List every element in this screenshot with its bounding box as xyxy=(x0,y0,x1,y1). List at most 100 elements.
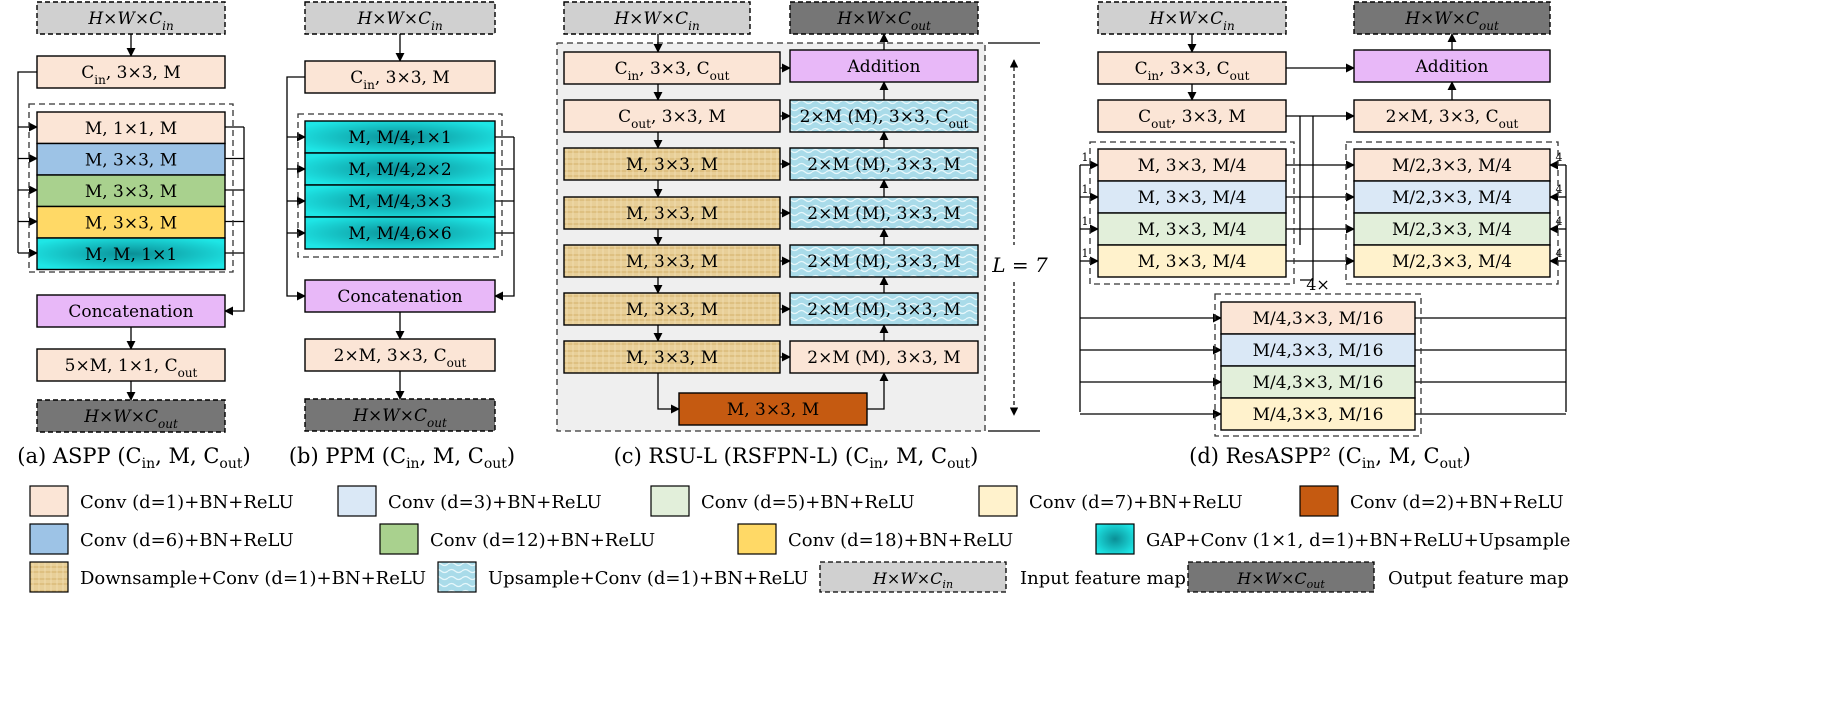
resaspp-right-1-label: M/2,3×3, M/4 xyxy=(1392,188,1512,208)
aspp-branch-3-shape xyxy=(36,205,226,239)
aspp-concat: Concatenation xyxy=(36,294,226,328)
rsu-dec-4-shape xyxy=(789,292,979,326)
resaspp-output-map: H×W×Cout xyxy=(1353,1,1551,35)
rsu-addition-shape xyxy=(789,49,979,83)
rsu-enc-2: M, 3×3, M xyxy=(563,147,781,181)
legend-item-yellow: Conv (d=18)+BN+ReLU xyxy=(737,523,1013,555)
rsu-enc-1: Cout, 3×3, M xyxy=(563,99,781,133)
resaspp-inner-3-shape xyxy=(1220,397,1416,431)
rsu-enc-6-shape xyxy=(563,340,781,374)
ppm-branch-0-shape xyxy=(304,120,496,154)
legend-label: GAP+Conv (1×1, d=1)+BN+ReLU+Upsample xyxy=(1146,530,1570,551)
ppm-branch-group xyxy=(297,113,503,258)
legend-label: Output feature map xyxy=(1388,568,1569,589)
aspp-branch-1-shape xyxy=(36,142,226,176)
ppm-output-map: H×W×Cout xyxy=(304,398,496,432)
legend-swatch xyxy=(29,561,69,593)
rsu-dec-2: 2×M (M), 3×3, M xyxy=(789,196,979,230)
label-layer: (a) ASPP (Cin, M, Cout)(b) PPM (Cin, M, … xyxy=(17,151,1562,473)
rsu-dec-1: 2×M (M), 3×3, M xyxy=(789,147,979,181)
rsu-enc-4-shape xyxy=(563,244,781,278)
rsu-dec-0-label: 2×M (M), 3×3, Cout xyxy=(800,107,969,131)
resaspp-left-3-shape xyxy=(1097,244,1287,278)
connector xyxy=(224,127,245,316)
connector xyxy=(17,71,37,253)
legend-swatch xyxy=(1187,561,1375,593)
resaspp-left-0: M, 3×3, M/4 xyxy=(1097,148,1287,182)
rsu-enc-0-label: Cin, 3×3, Cout xyxy=(615,59,730,83)
rsu-addition-label: Addition xyxy=(847,57,921,77)
resaspp-right-1-shape xyxy=(1353,180,1551,214)
rsu-enc-0: Cin, 3×3, Cout xyxy=(563,51,781,85)
rsu-enc-3-label: M, 3×3, M xyxy=(626,204,718,224)
resaspp-left-0-label: M, 3×3, M/4 xyxy=(1138,156,1247,176)
aspp-final-conv: 5×M, 1×1, Cout xyxy=(36,348,226,382)
rsu-output-map-shape xyxy=(789,1,979,35)
ppm-branch-3-shape xyxy=(304,216,496,250)
resaspp-addition-shape xyxy=(1353,49,1551,83)
legend-item-out: H×W×Cout Output feature map xyxy=(1187,561,1569,593)
resaspp-output-map-shape xyxy=(1353,1,1551,35)
legend-label: Conv (d=18)+BN+ReLU xyxy=(788,530,1013,551)
dilation-label: 4 xyxy=(1556,183,1563,196)
rsu-enc-5: M, 3×3, M xyxy=(563,292,781,326)
rsu-enc-3: M, 3×3, M xyxy=(563,196,781,230)
aspp-concat-shape xyxy=(36,294,226,328)
resaspp-inner-1-shape xyxy=(1220,333,1416,367)
resaspp-left-group xyxy=(1089,141,1295,285)
connector xyxy=(867,372,889,410)
rsu-dec-2-shape xyxy=(789,196,979,230)
resaspp-addition: Addition xyxy=(1353,49,1551,83)
resaspp-inner-0: M/4,3×3, M/16 xyxy=(1220,301,1416,335)
resaspp-right-0-shape xyxy=(1353,148,1551,182)
legend-label: Conv (d=3)+BN+ReLU xyxy=(388,492,602,513)
ppm-concat-shape xyxy=(304,279,496,313)
rsu-enc-3-shape xyxy=(563,196,781,230)
legend-swatch xyxy=(437,561,477,593)
ppm-branch-0-label: M, M/4,1×1 xyxy=(348,128,451,148)
rsu-dec-5: 2×M (M), 3×3, M xyxy=(789,340,979,374)
ppm-branch-2-label: M, M/4,3×3 xyxy=(348,192,451,212)
legend-item-cyan: GAP+Conv (1×1, d=1)+BN+ReLU+Upsample xyxy=(1095,523,1570,555)
resaspp-dec: 2×M, 3×3, Cout xyxy=(1353,99,1551,133)
dilation-label: 4 xyxy=(1556,215,1563,228)
rsu-input-map-label: H×W×Cin xyxy=(613,9,699,33)
legend-swatch-text: H×W×Cout xyxy=(1236,569,1325,592)
aspp-output-map: H×W×Cout xyxy=(36,399,226,433)
resaspp-caption: (d) ResASPP² (Cin, M, Cout) xyxy=(1189,444,1471,472)
dilation-label: 4 xyxy=(1556,247,1563,260)
legend-label: Conv (d=1)+BN+ReLU xyxy=(80,492,294,513)
rsu-enc-2-label: M, 3×3, M xyxy=(626,155,718,175)
ppm-output-map-label: H×W×Cout xyxy=(352,406,447,430)
resaspp-inner-0-label: M/4,3×3, M/16 xyxy=(1253,309,1384,329)
resaspp-right-0-label: M/2,3×3, M/4 xyxy=(1392,156,1512,176)
dilation-label: 1 xyxy=(1082,247,1089,260)
rsu-enc-2-shape xyxy=(563,147,781,181)
resaspp-enc-0-label: Cin, 3×3, Cout xyxy=(1135,59,1250,83)
ppm-branch-1: M, M/4,2×2 xyxy=(304,152,496,186)
legend-label: Conv (d=12)+BN+ReLU xyxy=(430,530,655,551)
rsu-input-map-shape xyxy=(563,1,751,35)
ppm-top-conv-label: Cin, 3×3, M xyxy=(350,68,450,92)
ppm-branch-3: M, M/4,6×6 xyxy=(304,216,496,250)
aspp-input-map-shape xyxy=(36,1,226,35)
connector xyxy=(1300,116,1314,281)
ppm-input-map-shape xyxy=(304,1,496,35)
aspp-branch-0-label: M, 1×1, M xyxy=(85,119,177,139)
rsu-dec-1-label: 2×M (M), 3×3, M xyxy=(807,155,960,175)
resaspp-left-1: M, 3×3, M/4 xyxy=(1097,180,1287,214)
ppm-final-conv-label: 2×M, 3×3, Cout xyxy=(334,346,467,370)
rsu-dec-3: 2×M (M), 3×3, M xyxy=(789,244,979,278)
dilation-label: 1 xyxy=(1082,151,1089,164)
resaspp-inner-group xyxy=(1214,293,1422,437)
resaspp-enc-1-shape xyxy=(1097,99,1287,133)
aspp-branch-3: M, 3×3, M xyxy=(36,205,226,239)
rsu-dec-5-shape xyxy=(789,340,979,374)
resaspp-addition-label: Addition xyxy=(1415,57,1489,77)
resaspp-right-1: M/2,3×3, M/4 xyxy=(1353,180,1551,214)
aspp-branch-4-label: M, M, 1×1 xyxy=(85,245,177,265)
resaspp-input-map-shape xyxy=(1097,1,1287,35)
aspp-top-conv-shape xyxy=(36,55,226,89)
rsu-dec-2-label: 2×M (M), 3×3, M xyxy=(807,204,960,224)
